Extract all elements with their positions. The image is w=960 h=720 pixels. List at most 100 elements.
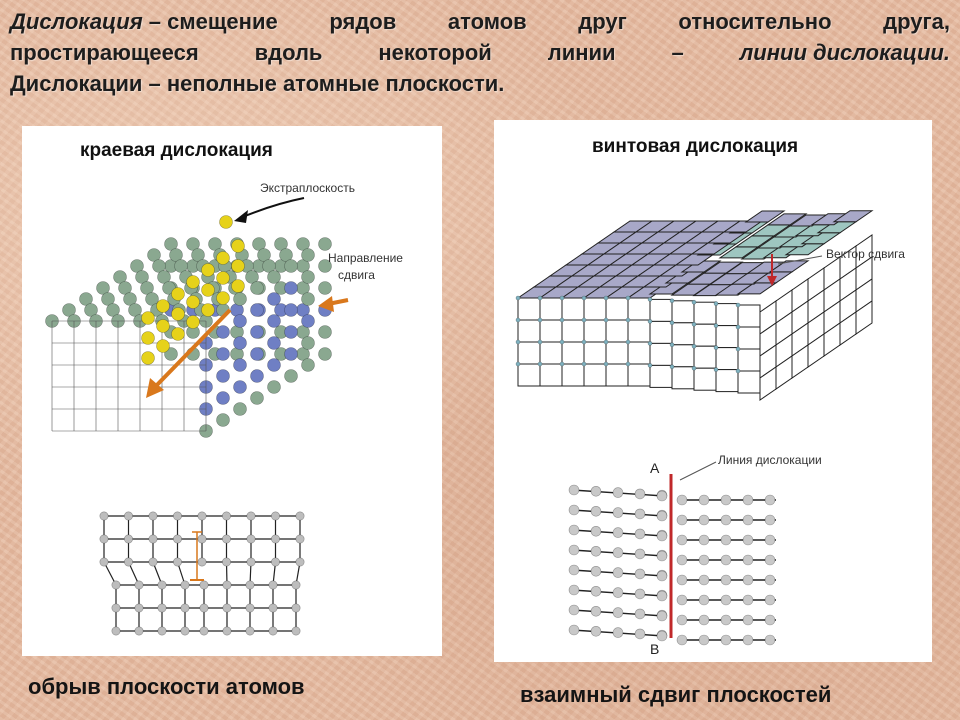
block-node: [691, 343, 697, 349]
block-node: [669, 364, 675, 370]
block-front-cell: [561, 319, 585, 343]
lattice-atom: [157, 270, 171, 284]
plane-atom: [590, 505, 602, 517]
lattice-atom: [164, 237, 178, 251]
block-node: [735, 368, 741, 374]
lattice-atom: [318, 347, 332, 361]
block-node: [713, 345, 719, 350]
block-front-cell: [737, 326, 761, 350]
block-node: [559, 361, 565, 367]
point-a-label: A: [650, 460, 660, 476]
lattice-atom: [148, 534, 158, 544]
extraplane-atom: [186, 315, 200, 329]
plane-atom: [764, 634, 776, 646]
lattice-atom: [157, 580, 167, 590]
block-top-cell: [766, 213, 808, 226]
block-front-cell: [737, 348, 761, 372]
lattice-atom: [96, 281, 110, 295]
lattice-atom: [233, 314, 247, 328]
plane-atom: [612, 607, 624, 618]
lattice-atom: [245, 603, 255, 613]
plane-atom: [612, 527, 624, 538]
plane-atom: [656, 630, 668, 642]
lattice-atom: [246, 557, 256, 567]
extraplane-atom: [186, 275, 200, 289]
block-node: [581, 317, 587, 323]
block-front-cell: [671, 322, 695, 346]
block-node: [537, 317, 543, 323]
lattice-atom: [295, 534, 305, 544]
extraplane-atom: [141, 311, 155, 325]
plane-atom: [764, 554, 776, 566]
lattice-atom: [124, 511, 134, 521]
lattice-atom: [250, 303, 264, 317]
plane-atom: [656, 550, 668, 562]
lattice-atom: [222, 603, 232, 613]
plane-atom: [676, 534, 688, 546]
plane-atom: [590, 605, 602, 617]
block-front-cell: [627, 363, 651, 387]
plane-atom: [656, 530, 668, 542]
lattice-atom: [284, 303, 298, 317]
block-node: [669, 342, 675, 348]
lattice-atom: [301, 292, 315, 306]
plane-atom: [634, 568, 646, 580]
lattice-atom: [250, 391, 264, 405]
lattice-atom: [222, 580, 232, 590]
block-front-cell: [605, 297, 629, 321]
block-front-cell: [693, 367, 717, 391]
lattice-atom: [222, 511, 232, 521]
block-node: [713, 323, 719, 328]
lattice-atom: [118, 281, 132, 295]
lattice-atom: [111, 626, 121, 636]
lattice-atom: [124, 534, 134, 544]
lattice-atom: [134, 580, 144, 590]
plane-atom: [612, 507, 624, 518]
block-front-cell: [649, 342, 673, 366]
block-node: [647, 341, 653, 346]
plane-atom: [568, 564, 580, 576]
block-node: [515, 295, 521, 301]
lattice-atom: [291, 603, 301, 613]
edge-dislocation-lattice-3d: [45, 215, 332, 438]
screw-dislocation-figure: Вектор сдвига Линия дислокации A B: [515, 210, 905, 657]
screw-dislocation-panel: Вектор сдвига Линия дислокации A B винто…: [494, 120, 932, 662]
edge-dislocation-lattice-2d: [99, 511, 305, 636]
extraplane-atom: [216, 251, 230, 265]
extraplane-atom: [141, 331, 155, 345]
block-node: [537, 339, 543, 345]
block-node: [735, 346, 741, 352]
lattice-atom: [106, 303, 120, 317]
block-node: [713, 301, 719, 306]
block-front-cell: [517, 297, 541, 321]
block-front-cell: [693, 301, 717, 325]
block-front-cell: [583, 341, 607, 365]
lattice-atom: [173, 511, 183, 521]
block-front-cell: [605, 363, 629, 387]
lattice-atom: [124, 557, 134, 567]
plane-atom: [634, 628, 646, 640]
lattice-atom: [197, 557, 207, 567]
lattice-atom: [173, 534, 183, 544]
lattice-atom: [147, 248, 161, 262]
block-top-cell: [832, 210, 874, 223]
block-node: [581, 339, 587, 345]
extraplane-atom: [171, 307, 185, 321]
block-front-cell: [605, 319, 629, 343]
lattice-atom: [246, 511, 256, 521]
plane-atom: [656, 570, 668, 582]
lattice-atom: [134, 603, 144, 613]
block-node: [669, 320, 675, 326]
edge-dislocation-figure: Экстраплоскость Направление сдвига: [45, 181, 403, 636]
block-front-cell: [583, 363, 607, 387]
block-front-cell: [539, 297, 563, 321]
lattice-atom: [152, 259, 166, 273]
plane-atom: [742, 534, 754, 546]
block-front-cell: [517, 341, 541, 365]
lattice-atom: [318, 259, 332, 273]
lattice-atom: [180, 626, 190, 636]
block-node: [559, 295, 565, 301]
extraplane-atom: [201, 303, 215, 317]
shear-arrow-right-head: [318, 296, 334, 312]
lattice-atom: [199, 603, 209, 613]
